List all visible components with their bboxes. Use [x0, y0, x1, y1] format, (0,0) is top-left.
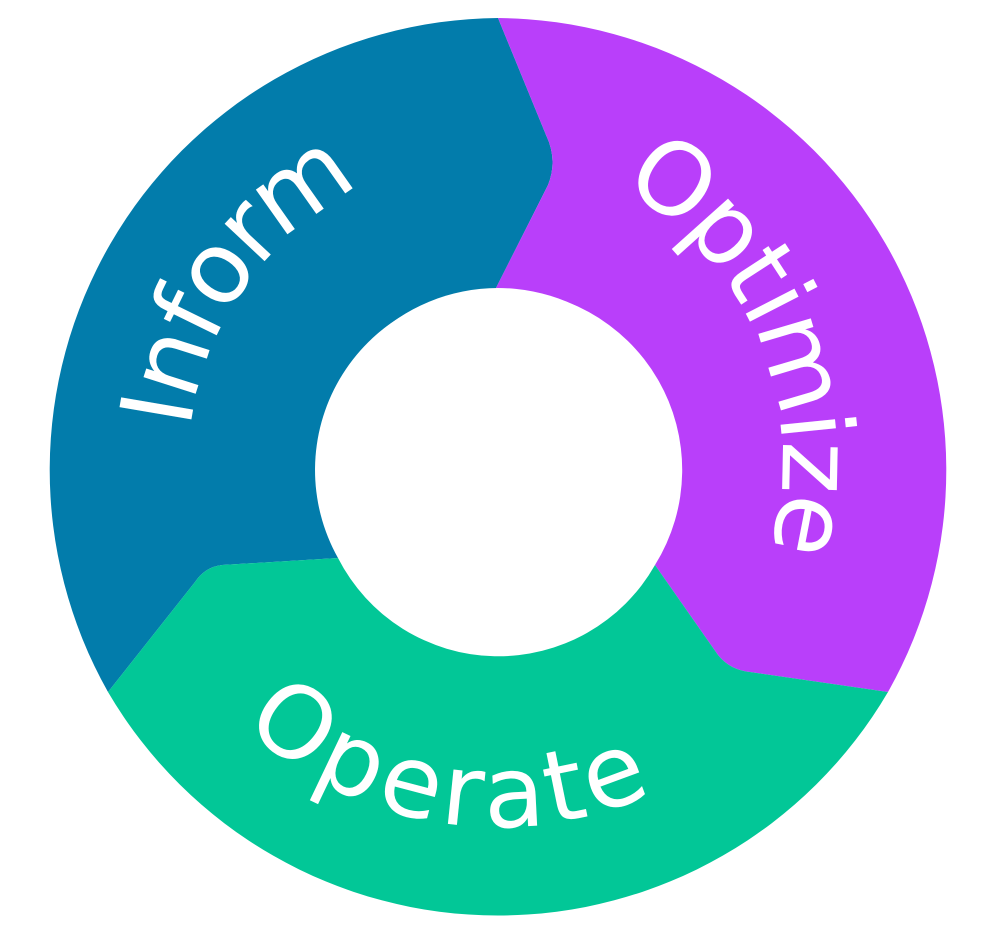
segment-optimize[interactable] — [495, 18, 947, 692]
center-hole — [318, 288, 678, 648]
segment-operate[interactable] — [108, 558, 888, 916]
segment-inform[interactable] — [49, 18, 553, 692]
